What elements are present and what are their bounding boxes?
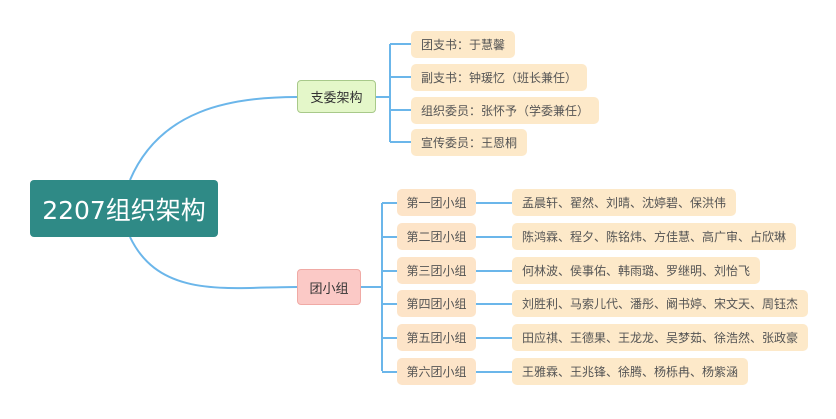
group-node[interactable]: 第二团小组 xyxy=(397,223,476,250)
group-node[interactable]: 第四团小组 xyxy=(397,290,476,317)
committee-member-node[interactable]: 组织委员：张怀予（学委兼任） xyxy=(411,97,600,124)
committee-member-node[interactable]: 副支书：钟瑗忆（班长兼任） xyxy=(411,64,588,91)
group-node[interactable]: 第六团小组 xyxy=(397,358,476,385)
group-members-node[interactable]: 刘胜利、马索儿代、潘彤、阚书婷、宋文天、周钰杰 xyxy=(512,290,809,317)
group-node[interactable]: 第三团小组 xyxy=(397,257,476,284)
groups-branch-node[interactable]: 团小组 xyxy=(297,269,361,305)
group-members-node[interactable]: 陈鸿霖、程夕、陈铭炜、方佳慧、高广审、占欣琳 xyxy=(512,223,797,250)
group-members-node[interactable]: 何林波、侯事佑、韩雨璐、罗继明、刘怡飞 xyxy=(512,257,761,284)
committee-member-node[interactable]: 团支书：于慧馨 xyxy=(411,31,516,58)
group-node[interactable]: 第一团小组 xyxy=(397,189,476,216)
group-members-node[interactable]: 田应祺、王德果、王龙龙、吴梦茹、徐浩然、张政豪 xyxy=(512,324,809,351)
group-members-node[interactable]: 孟晨轩、翟然、刘晴、沈婷碧、保洪伟 xyxy=(512,189,737,216)
committee-member-node[interactable]: 宣传委员：王恩桐 xyxy=(411,129,528,156)
group-members-node[interactable]: 王雅霖、王兆锋、徐腾、杨栎冉、杨紫涵 xyxy=(512,358,749,385)
committee-branch-node[interactable]: 支委架构 xyxy=(297,80,376,113)
group-node[interactable]: 第五团小组 xyxy=(397,324,476,351)
root-node[interactable]: 2207组织架构 xyxy=(30,180,218,237)
